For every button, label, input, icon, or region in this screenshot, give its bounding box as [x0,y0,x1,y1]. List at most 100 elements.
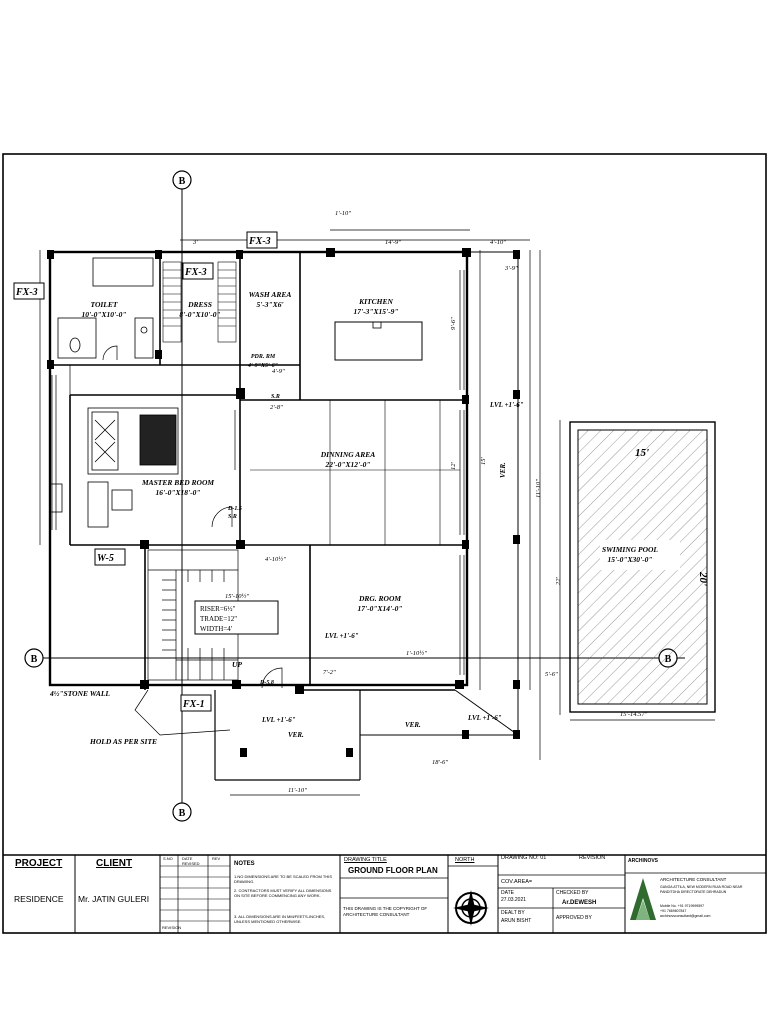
room-size: 8'-0"X10'-0" [179,310,220,319]
project-value: RESIDENCE [14,894,64,904]
grid-label: B [179,808,186,819]
north-arrow-icon [453,890,489,926]
date-label: DATE [501,890,514,896]
room-labels: TOILET 10'-0"X10'-0" DRESS 8'-0"X10'-0" … [82,290,659,613]
checked-value: Ar.DEWESH [562,900,597,906]
sno-label: S.NO [163,856,173,861]
note-2: 2. CONTRACTORS MUST VERIFY ALL DIMENSION… [234,888,332,898]
room-name: DINNING AREA [320,450,376,459]
checked-label: CHECKED BY [556,890,589,896]
dimension: 9'-6" [450,317,457,330]
dimension: 22' [555,577,562,586]
door-tag: D-1.5 [227,506,242,512]
level-note: LVL +1'-6" [489,401,524,409]
verandah-note: VER. [499,462,507,478]
toilet-fixtures [57,257,154,359]
dimension: 11'-10" [535,479,542,498]
dimension: 18'-6" [432,759,448,766]
copyright-note: THIS DRAWING IS THE COPYRIGHT OF ARCHITE… [343,906,428,917]
grid-label: B [31,654,38,665]
covered-area: COV.AREA= [501,879,533,885]
dimension: 5'-6" [545,671,558,678]
dimension: 4'-10" [490,239,506,246]
tag-label: FX-3 [15,287,38,298]
verandah-note: VER. [288,731,304,739]
tag-label: FX-1 [182,699,205,710]
room-size: 15'-0"X30'-0" [608,555,653,564]
firm-title: ARCHITECTURE CONSULTANT [660,877,727,882]
drawing-number: DRAWING NO: 01 [501,855,547,861]
dimension: 1'-10" [335,210,351,217]
firm-phone-2: +91 7669607847 [660,909,687,913]
room-name: DRESS [187,300,212,309]
hold-note: HOLD AS PER SITE [89,737,157,746]
room-size: 5'-3"X6' [256,300,283,309]
firm-email: archinovsconsultant@gmail.com [660,914,711,918]
tag-label: W-5 [97,553,114,564]
room-size: 10'-0"X10'-0" [82,310,127,319]
house-walls [48,250,469,781]
misc-notes: 4½"STONE WALL HOLD AS PER SITE UP S.R S.… [49,394,709,746]
dimension: 11'-10" [288,787,307,794]
kitchen-sink [372,321,382,329]
dimension: 1'-10½" [406,650,427,657]
dimension: 3' [192,239,198,246]
approved-label: APPROVED BY [556,915,592,921]
windows [51,270,465,675]
rev-label: REV [212,856,221,861]
tag-label: FX-3 [248,236,271,247]
grid-label: B [179,176,186,187]
stair-note: RISER=6½" TRADE=12" WIDTH=4' [200,605,237,633]
stair-width: WIDTH=4' [200,625,232,633]
drawing-title: GROUND FLOOR PLAN [348,866,438,875]
room-size: 17'-0"X14'-0" [358,604,403,613]
pool-label-bg [600,540,680,570]
drawing-title-label: DRAWING TITLE [344,857,387,863]
firm-short-name: ARCHINOVS [628,858,659,864]
dimension: 15' [480,457,487,466]
revision-label: REVISION [579,855,606,861]
room-name: KITCHEN [358,297,393,306]
room-name: SWIMING POOL [602,545,658,554]
staircase [134,549,239,736]
level-note: LVL +1'-6" [261,716,296,724]
note-1: 1.NO DIMENSIONS ARE TO BE SCALED FROM TH… [234,874,333,884]
room-name: DRG. ROOM [358,594,401,603]
firm-logo-icon [630,878,656,920]
dimension: 15'-10½" [225,593,249,600]
dimension: 12' [450,462,457,471]
pool-outer [569,421,716,713]
dealt-value: ARUN BISHT [501,918,532,924]
dimension: 15'-14.57" [620,711,648,718]
note-3: 3. ALL DIMENSIONS ARE IN MM/FEETS-INCHES… [234,914,326,924]
dimension-texts: 14'-9" 4'-10" 3' 1'-10" 15'-14.57" 5'-6"… [192,210,648,794]
project-label: PROJECT [15,858,63,869]
room-size: 22'-0"X12'-0" [325,460,371,469]
dimension: 4'-9" [272,368,285,375]
room-size: 4'-9"X5'-6" [247,363,278,369]
sr-label: S.R [228,514,237,520]
stair-trade: TRADE=12" [200,615,237,623]
columns [47,248,520,757]
master-bed [49,407,179,528]
room-name: MASTER BED ROOM [141,478,214,487]
dimension: 3'-9" [504,265,518,272]
dimension: 2'-8" [270,404,283,411]
level-note: LVL +1'-6" [324,632,359,640]
pool-width: 15' [635,447,649,459]
grid-bubble-left: B [24,648,44,668]
stair-note-box [194,600,279,635]
room-size: 16'-0"X18'-0" [156,488,201,497]
dimension: 14'-9" [385,239,401,246]
room-size: 17'-3"X15'-9" [354,307,399,316]
date-revised-label: DATE REVISED [182,856,200,866]
stone-wall-note: 4½"STONE WALL [49,689,110,698]
notes-label: NOTES [234,861,255,867]
room-name: TOILET [91,300,118,309]
stair-riser: RISER=6½" [200,605,236,613]
pool-height: 20' [697,571,709,586]
room-name: WASH AREA [249,290,292,299]
title-block-grid [3,854,766,933]
